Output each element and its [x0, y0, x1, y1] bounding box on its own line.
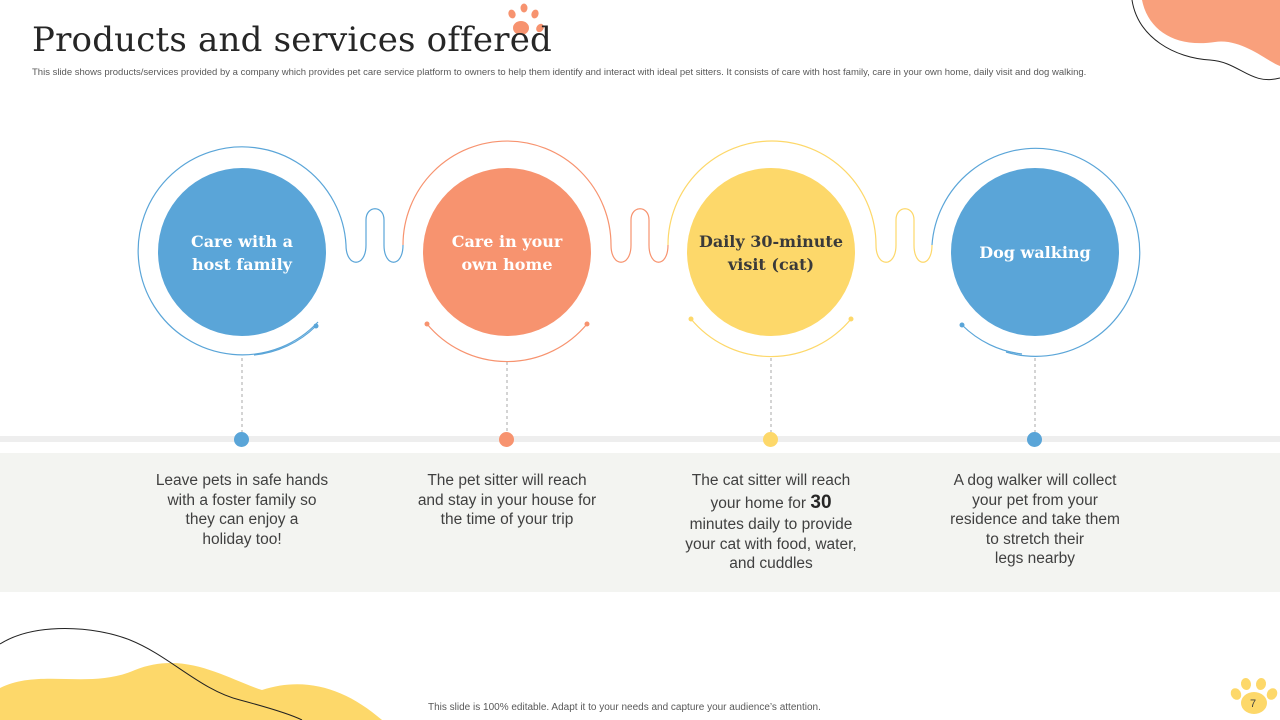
description-line: legs nearby: [994, 550, 1076, 567]
service-description-2: The pet sitter will reach and stay in yo…: [407, 471, 607, 530]
service-circle-4: [951, 168, 1119, 336]
ring-2-outer: [402, 140, 612, 246]
paw-icon: [508, 3, 544, 35]
ring-3-outer: [667, 140, 877, 246]
service-label-3-line1: Daily 30-minute: [698, 232, 843, 251]
service-label-1-line1: Care with a: [190, 232, 294, 251]
ring-3-lower-arc: [690, 318, 852, 358]
connector-2: [610, 208, 669, 263]
timeline-dot-4: [1027, 432, 1042, 447]
ring-3-left-dot: [688, 316, 694, 322]
service-label-2-line2: own home: [461, 255, 553, 274]
ring-2-right-dot: [584, 321, 590, 327]
description-line: and stay in your house for: [417, 491, 597, 509]
service-label-4: Dog walking: [955, 241, 1115, 264]
ring-3-right-dot: [848, 316, 854, 322]
bottom-left-outline-curve: [0, 628, 303, 720]
description-line: the time of your trip: [440, 511, 574, 528]
description-line: The cat sitter will reach: [691, 472, 851, 489]
ring-2-lower-arc: [426, 323, 588, 363]
highlight-number: 30: [810, 491, 832, 513]
ring-1-end-dot: [313, 323, 319, 329]
description-line: they can enjoy a: [185, 511, 299, 528]
page-number: 7: [1249, 698, 1257, 710]
page-subtitle: This slide shows products/services provi…: [32, 67, 1087, 78]
service-description-3: The cat sitter will reach your home for …: [671, 471, 871, 574]
ring-1-outer: [137, 146, 347, 356]
bottom-left-blob: [0, 663, 382, 720]
description-line: and cuddles: [729, 555, 813, 572]
description-line: A dog walker will collect: [953, 472, 1117, 489]
description-text: your home for: [710, 494, 811, 512]
service-circle-2: [423, 168, 591, 336]
description-line: your home for 30: [671, 491, 871, 514]
ring-2-left-dot: [424, 321, 430, 327]
timeline-dot-2: [499, 432, 514, 447]
connector-1: [345, 208, 404, 263]
description-line: residence and take them: [950, 511, 1120, 528]
footer-note: This slide is 100% editable. Adapt it to…: [428, 702, 821, 713]
description-line: The pet sitter will reach: [427, 472, 587, 489]
description-line: to stretch their: [985, 530, 1085, 548]
service-description-4: A dog walker will collect your pet from …: [935, 471, 1135, 569]
timeline-dot-1: [234, 432, 249, 447]
service-label-3: Daily 30-minute visit (cat): [691, 230, 851, 276]
top-right-blob: [1142, 0, 1280, 66]
service-label-2-line1: Care in your: [451, 232, 563, 251]
service-label-1: Care with a host family: [162, 230, 322, 276]
description-band: [0, 453, 1280, 592]
connector-3: [875, 208, 933, 263]
ring-4-inner-arc: [961, 324, 1023, 355]
service-circle-3: [687, 168, 855, 336]
description-line: with a foster family so: [167, 491, 317, 509]
ring-1-inner-arc: [253, 325, 317, 356]
page-title: Products and services offered: [32, 20, 552, 60]
top-right-outline-curve: [1131, 0, 1280, 80]
service-label-1-line2: host family: [192, 255, 292, 274]
paw-icon: [1230, 678, 1278, 714]
service-description-1: Leave pets in safe hands with a foster f…: [142, 471, 342, 549]
timeline-dot-3: [763, 432, 778, 447]
description-line: holiday too!: [202, 530, 282, 548]
description-line: your pet from your: [972, 491, 1098, 509]
service-circle-1: [158, 168, 326, 336]
description-line: Leave pets in safe hands: [155, 472, 329, 489]
service-label-2: Care in your own home: [427, 230, 587, 276]
service-label-3-line2: visit (cat): [727, 255, 815, 274]
timeline-line: [0, 436, 1280, 442]
ring-4-end-dot: [959, 322, 965, 328]
description-line: minutes daily to provide: [689, 516, 853, 533]
ring-4-outer: [931, 147, 1141, 357]
service-label-4-line1: Dog walking: [979, 243, 1091, 262]
description-line: your cat with food, water,: [685, 535, 857, 553]
